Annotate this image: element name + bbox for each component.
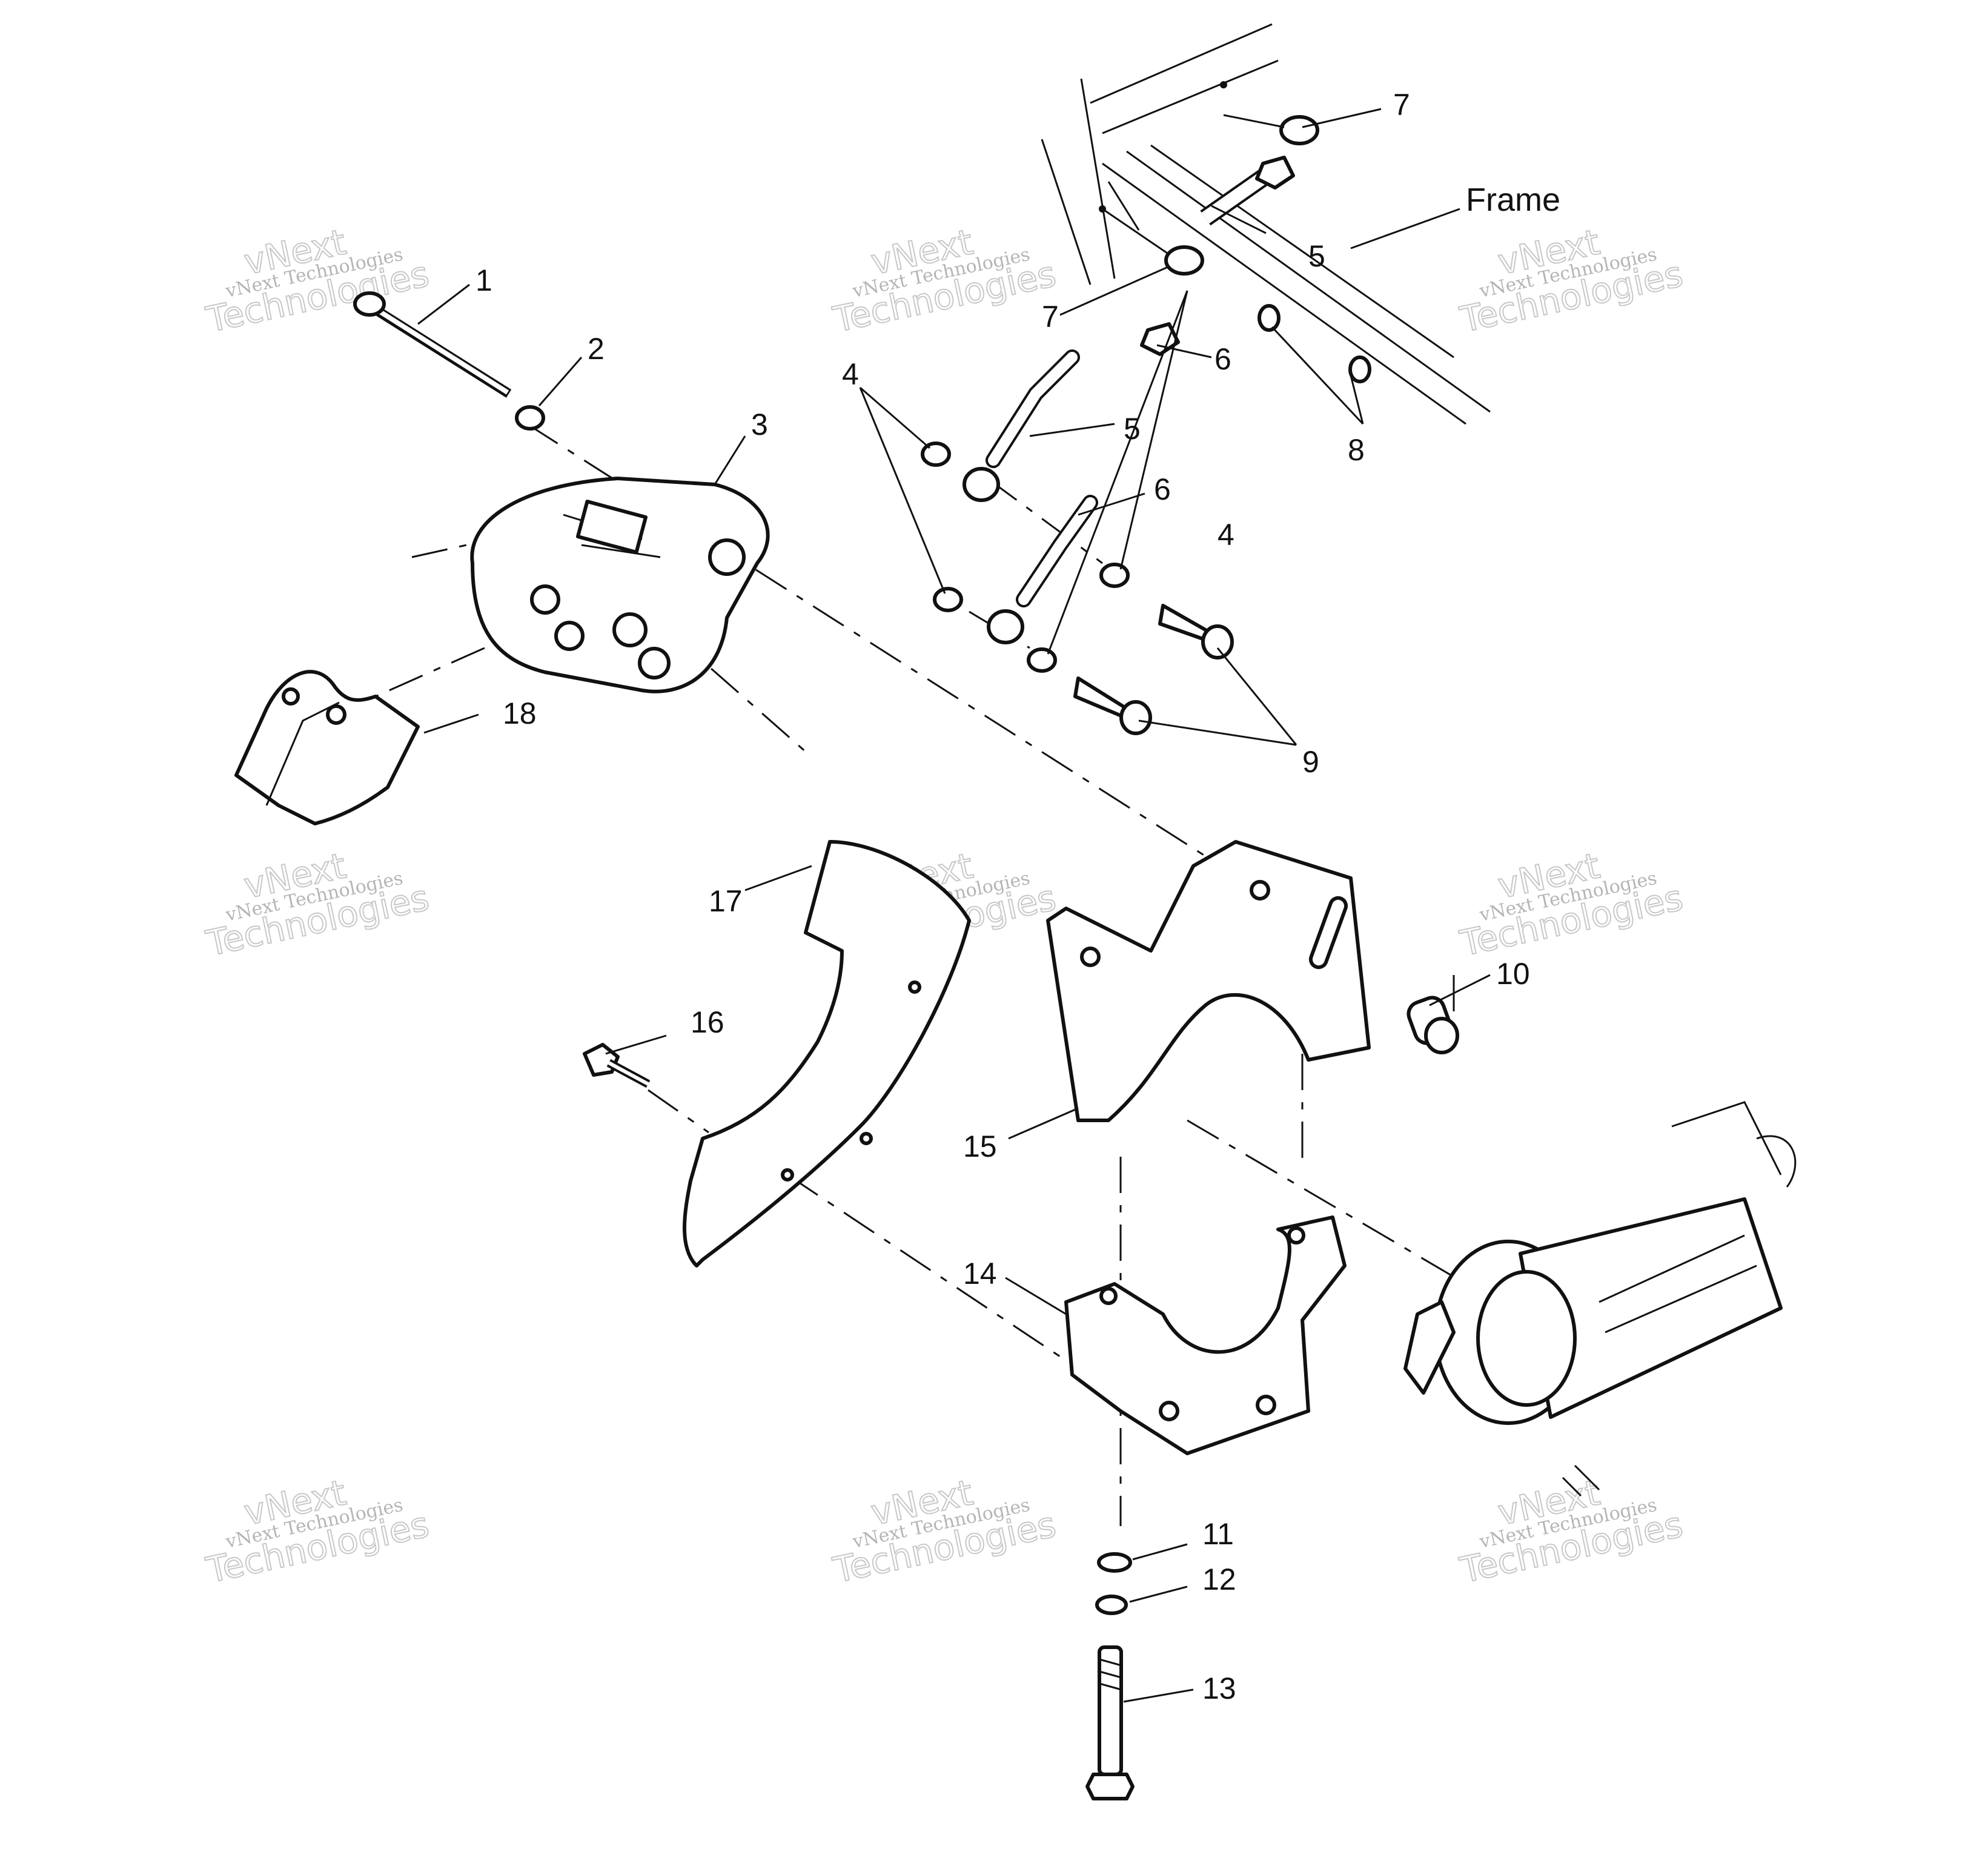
frame-structure [1041, 23, 1491, 425]
watermark: vNext vNext Technologies Technologies [1456, 220, 1687, 341]
watermark: vNext vNext Technologies Technologies [829, 220, 1060, 341]
watermark: vNext vNext Technologies Technologies [202, 1471, 433, 1592]
lower-bracket-part-14 [1064, 1215, 1347, 1455]
caliper-part-3 [470, 477, 770, 693]
bushing-part-10 [1407, 996, 1459, 1054]
brake-line-part-6 [987, 495, 1098, 644]
bolt-part-13 [1085, 1645, 1135, 1800]
brake-pad-part-18 [234, 670, 420, 825]
callout-5-frame: 5 [1308, 239, 1325, 273]
callout-16: 16 [691, 1005, 724, 1039]
brake-line-part-5 [963, 168, 1271, 502]
bolts-part-9 [1073, 604, 1234, 735]
callout-9: 9 [1302, 745, 1319, 779]
callout-8: 8 [1348, 433, 1365, 467]
washer-part-2 [515, 405, 545, 431]
upper-bracket-part-15 [1046, 840, 1371, 1122]
callout-10: 10 [1496, 957, 1530, 991]
washers-part-4 [921, 441, 1130, 673]
washer-part-11 [1097, 1552, 1132, 1573]
watermark: vNext vNext Technologies Technologies [202, 844, 433, 965]
callout-6-line: 6 [1154, 472, 1171, 506]
callout-13: 13 [1202, 1671, 1236, 1705]
lock-washer-part-12 [1095, 1595, 1128, 1615]
callout-3: 3 [751, 408, 768, 441]
callout-15: 15 [963, 1129, 997, 1163]
watermark: vNext vNext Technologies Technologies [1456, 844, 1687, 965]
callout-2: 2 [588, 332, 605, 366]
frame-fittings [1099, 81, 1371, 383]
callout-4-right: 4 [1218, 518, 1234, 552]
callout-1: 1 [475, 263, 492, 297]
leader-lines [417, 108, 1491, 1703]
callout-12: 12 [1202, 1562, 1236, 1596]
callout-numbers: 1 2 3 4 4 5 5 6 6 7 7 8 9 10 11 12 13 14… [475, 88, 1530, 1705]
callout-14: 14 [963, 1257, 997, 1291]
callout-17: 17 [709, 884, 743, 918]
callout-5-line: 5 [1124, 412, 1141, 446]
watermark: vNext vNext Technologies Technologies [829, 1471, 1060, 1592]
callout-4-left: 4 [842, 357, 859, 391]
callout-6-frame: 6 [1214, 342, 1231, 376]
bolt-part-1 [353, 291, 512, 398]
brake-disc-part-17 [683, 840, 971, 1268]
callout-7-lower: 7 [1042, 300, 1059, 334]
bolt-part-16 [583, 1043, 651, 1088]
callout-7-top: 7 [1393, 88, 1410, 122]
watermark: vNext vNext Technologies Technologies [1456, 1471, 1687, 1592]
callout-11: 11 [1202, 1517, 1234, 1551]
callout-18: 18 [503, 696, 537, 730]
axle-housing [1403, 1101, 1797, 1497]
frame-label: Frame [1466, 182, 1560, 218]
